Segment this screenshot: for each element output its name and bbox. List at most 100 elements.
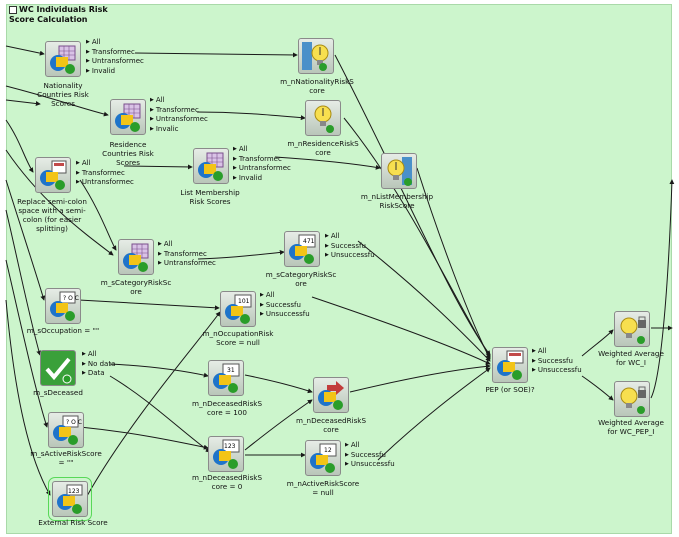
wire-deceased-100 — [109, 363, 209, 378]
port-untransformed[interactable]: Untransformec — [233, 164, 291, 174]
category-ports: All Transformec Untransformec — [158, 240, 216, 269]
external-score-node[interactable]: 123 — [48, 477, 92, 521]
svg-text:101: 101 — [238, 298, 250, 305]
transform-table-icon — [198, 152, 224, 181]
port-all[interactable]: All — [150, 96, 208, 106]
n-nationality-label: m_nNationalityRiskS core — [280, 77, 354, 95]
table-lookup-icon: 123 — [213, 439, 240, 469]
n-list-label: m_nListMembership RiskScore — [360, 192, 434, 210]
wire-occupation-setter — [78, 299, 220, 311]
nationality-transform-node[interactable] — [45, 41, 81, 77]
wire-deceased-0 — [109, 375, 211, 453]
port-data[interactable]: Data — [82, 369, 115, 379]
port-transformed[interactable]: Transformec — [233, 155, 291, 165]
lightbulb-icon — [314, 105, 334, 133]
port-no-data[interactable]: No data — [82, 360, 116, 370]
active-filter-node[interactable]: ? O C — [48, 412, 84, 448]
n-occupation-setter-node[interactable]: 101 — [220, 291, 256, 327]
port-transformed[interactable]: Transformec — [76, 169, 134, 179]
lightbulb-icon — [387, 157, 412, 186]
wire-deceased-pep — [349, 363, 491, 393]
n-active-ports: All Successfu Unsuccessfu — [345, 441, 395, 470]
port-all[interactable]: All — [532, 347, 582, 357]
occupation-filter-node[interactable]: ? O C — [45, 288, 81, 324]
n-deceased-100-node[interactable]: 31 — [208, 360, 244, 396]
n-deceased-0-node[interactable]: 123 — [208, 436, 244, 472]
occupation-label: m_sOccupation = "" — [26, 326, 100, 335]
deceased-decision-node[interactable] — [40, 350, 76, 386]
replace-transform-node[interactable] — [35, 157, 71, 193]
port-unsuccessful[interactable]: Unsuccessfu — [345, 460, 395, 470]
nationality-label: Nationality Countries Risk Scores — [37, 81, 89, 108]
wire-pep-wavg1 — [581, 329, 614, 357]
port-transformed[interactable]: Transformec — [158, 250, 216, 260]
n-residence-setter-node[interactable] — [305, 100, 341, 136]
port-untransformed[interactable]: Untransformec — [158, 259, 216, 269]
wire-active-deceased0 — [79, 426, 209, 450]
n-active-setter-node[interactable]: 12 — [305, 440, 341, 476]
collapse-checkbox-icon[interactable] — [9, 5, 17, 14]
n-deceased-label: m_nDeceasedRiskS core — [295, 416, 367, 434]
n-occupation-ports: All Successfu Unsuccessfu — [260, 291, 310, 320]
pep-label: PEP (or SOE)? — [485, 385, 535, 394]
n-deceased-setter-node[interactable] — [313, 377, 349, 413]
deceased-label: m_sDeceased — [33, 388, 83, 397]
wavg1-label: Weighted Average for WC_I — [598, 349, 664, 367]
n-list-setter-node[interactable] — [381, 153, 417, 189]
transform-table-icon — [50, 45, 76, 74]
port-unsuccessful[interactable]: Unsuccessfu — [260, 310, 310, 320]
port-invalid[interactable]: Invalic — [150, 125, 208, 135]
residence-transform-node[interactable] — [110, 99, 146, 135]
svg-text:? O C: ? O C — [66, 419, 82, 426]
n-nationality-setter-node[interactable] — [298, 38, 334, 74]
port-all[interactable]: All — [76, 159, 134, 169]
wire-residence-pep — [343, 117, 491, 358]
lightbulb-lock-icon — [620, 386, 646, 414]
pep-decision-node[interactable] — [492, 347, 528, 383]
port-invalid[interactable]: Invalid — [86, 67, 144, 77]
port-all[interactable]: All — [158, 240, 216, 250]
merge-icon — [318, 381, 344, 410]
port-untransformed[interactable]: Untransformec — [150, 115, 208, 125]
svg-text:471: 471 — [303, 238, 315, 245]
wire-in-active — [5, 259, 49, 428]
port-all[interactable]: All — [86, 38, 144, 48]
port-untransformed[interactable]: Untransformec — [86, 57, 144, 67]
port-successful[interactable]: Successfu — [532, 357, 582, 367]
wire-0-deceased — [244, 399, 313, 451]
port-unsuccessful[interactable]: Unsuccessfu — [532, 366, 582, 376]
workflow-title-text: WC Individuals Risk Score Calculation — [9, 5, 108, 24]
wire-residence-setter — [196, 111, 306, 121]
svg-text:123: 123 — [68, 488, 80, 495]
port-untransformed[interactable]: Untransformec — [76, 178, 134, 188]
workflow-title: WC Individuals Risk Score Calculation — [9, 5, 108, 25]
port-all[interactable]: All — [260, 291, 310, 301]
list-membership-node[interactable] — [193, 148, 229, 184]
s-category-setter-node[interactable]: 471 — [284, 231, 320, 267]
port-all[interactable]: All — [82, 350, 115, 360]
port-successful[interactable]: Successfu — [325, 242, 375, 252]
filter-condition-icon: ? O C — [53, 415, 82, 445]
port-all[interactable]: All — [233, 145, 291, 155]
n-residence-label: m_nResidenceRiskS core — [287, 139, 359, 157]
port-successful[interactable]: Successfu — [260, 301, 310, 311]
svg-text:? O C: ? O C — [63, 295, 79, 302]
port-all[interactable]: All — [345, 441, 395, 451]
port-unsuccessful[interactable]: Unsuccessfu — [325, 251, 375, 261]
counter-icon: 123 — [57, 484, 83, 514]
weighted-average-wc-pep-i-node[interactable] — [614, 381, 650, 417]
wire-occupation-pep — [311, 296, 491, 365]
port-transformed[interactable]: Transformec — [150, 106, 208, 116]
replace-label: Replace semi-colon space with a semi- co… — [17, 197, 87, 233]
table-lookup-icon: 31 — [213, 363, 240, 393]
port-all[interactable]: All — [325, 232, 375, 242]
pep-check-icon — [497, 350, 524, 380]
category-transform-node[interactable] — [118, 239, 154, 275]
port-transformed[interactable]: Transformec — [86, 48, 144, 58]
port-invalid[interactable]: Invalid — [233, 174, 291, 184]
port-successful[interactable]: Successfu — [345, 451, 395, 461]
weighted-average-wc-i-node[interactable] — [614, 311, 650, 347]
external-label: External Risk Score — [38, 518, 108, 527]
wire-nationality-pep — [334, 54, 491, 356]
